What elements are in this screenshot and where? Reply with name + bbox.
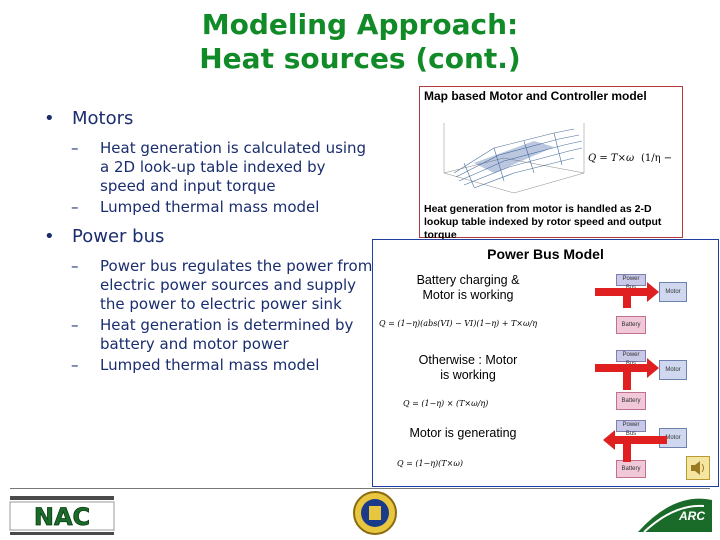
bullet-motors: •Motors — [44, 108, 134, 129]
motor-map-figure: Map based Motor and Controller model Q =… — [419, 86, 683, 241]
bullet-list: •Motors –Heat generation is calculated u… — [44, 108, 374, 375]
case-generating-label: Motor is generating — [409, 426, 517, 440]
svg-text:(1/η − 1): (1/η − 1) — [641, 153, 676, 164]
svg-text:Q = (1−η)(abs(VI) − VI)(1−η) +: Q = (1−η)(abs(VI) − VI)(1−η) + T×ω/η — [379, 319, 537, 328]
case-otherwise-label: Otherwise : Motor is working — [418, 353, 518, 382]
battery-box: Battery — [616, 392, 646, 410]
nac-logo-text: NAC — [34, 503, 90, 531]
university-seal-icon — [353, 491, 397, 535]
title-line-1: Modeling Approach: — [201, 8, 519, 41]
nac-logo: NAC — [9, 496, 115, 535]
bullet-dot-icon: • — [44, 108, 55, 129]
equation-charging: Q = (1−η)(abs(VI) − VI)(1−η) + T×ω/η — [379, 319, 537, 328]
heat-equation: Q = T×ω (1/η − 1) — [588, 153, 676, 164]
sub-bullet: –Lumped thermal mass model — [71, 198, 320, 216]
svg-text:Q = T×ω: Q = T×ω — [588, 153, 634, 164]
flow-arrow-icon — [595, 282, 659, 308]
sub-bullet: –Lumped thermal mass model — [71, 356, 320, 374]
motor-box: Motor — [659, 282, 687, 302]
slide-title: Modeling Approach: Heat sources (cont.) — [0, 8, 720, 76]
battery-box: Battery — [616, 316, 646, 334]
case-charging-label: Battery charging & Motor is working — [416, 273, 520, 302]
arc-logo: ARC — [638, 498, 712, 533]
equation-generating: Q = (1−η)(T×ω) — [397, 459, 463, 468]
motor-figure-header: Map based Motor and Controller model — [424, 89, 647, 103]
footer-divider — [10, 488, 710, 489]
power-bus-box: Power Bus — [616, 420, 646, 437]
motor-surface-plot — [443, 123, 585, 194]
motor-figure-caption: Heat generation from motor is handled as… — [424, 203, 662, 241]
power-bus-figure: Power Bus Model Battery charging & Motor… — [372, 239, 719, 487]
sub-bullet: –Heat generation is calculated using a 2… — [71, 139, 367, 195]
bullet-dot-icon: • — [44, 226, 55, 247]
audio-speaker-icon[interactable] — [686, 456, 710, 480]
bullet-power-bus: •Power bus — [44, 226, 165, 247]
motor-box: Motor — [659, 360, 687, 380]
title-line-2: Heat sources (cont.) — [199, 42, 521, 75]
flow-arrow-icon — [595, 358, 659, 390]
equation-motor-working: Q = (1−η) × (T×ω/η) — [403, 399, 488, 408]
flow-arrow-icon — [603, 430, 667, 462]
arc-logo-text: ARC — [678, 509, 705, 523]
svg-text:Q = (1−η)(T×ω): Q = (1−η)(T×ω) — [397, 459, 463, 468]
sub-bullet: –Heat generation is determined by batter… — [71, 316, 354, 353]
sub-bullet: –Power bus regulates the power from elec… — [71, 257, 373, 313]
svg-text:Q = (1−η) × (T×ω/η): Q = (1−η) × (T×ω/η) — [403, 399, 488, 408]
power-bus-figure-header: Power Bus Model — [487, 246, 604, 262]
